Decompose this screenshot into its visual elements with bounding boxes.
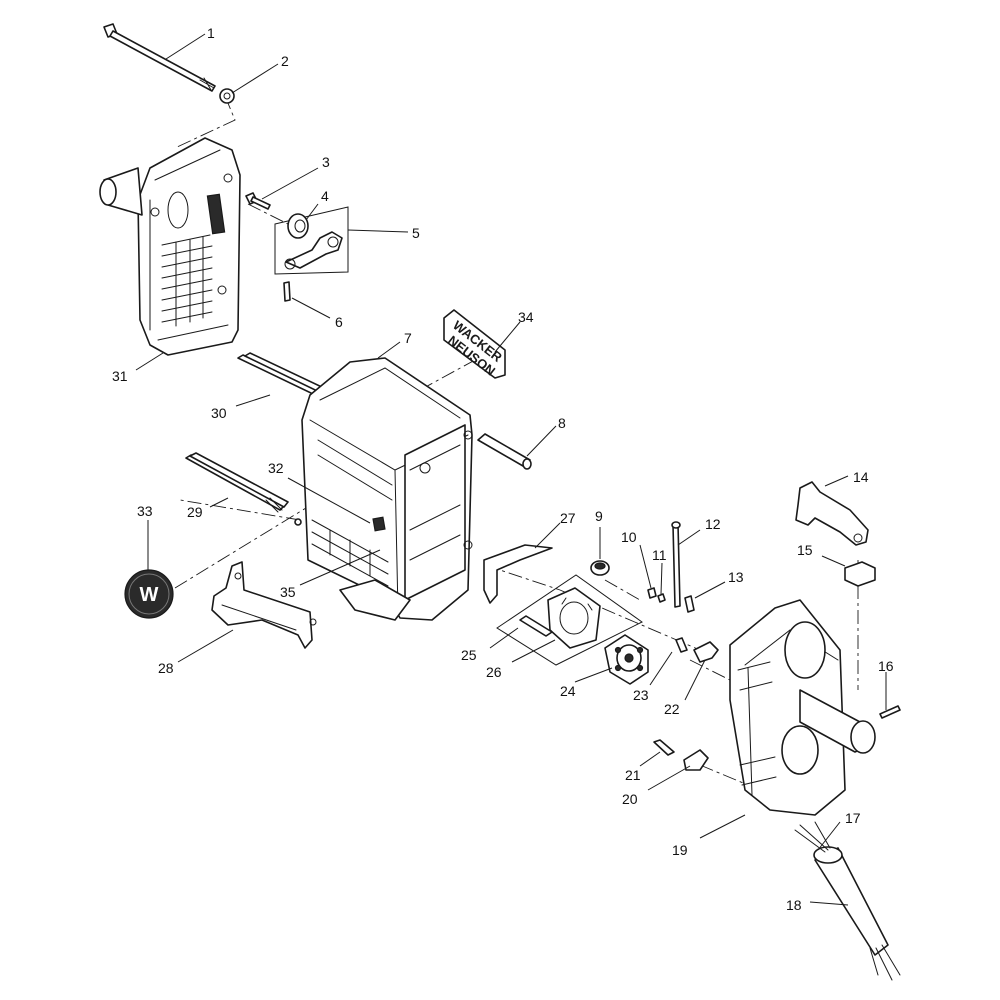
part-13-small-clip	[684, 595, 695, 613]
callout-7: 7	[404, 330, 412, 346]
housing-handle-shaft	[799, 689, 876, 754]
part-6-pin	[283, 281, 291, 302]
callout-15: 15	[797, 542, 813, 558]
callout-9: 9	[595, 508, 603, 524]
part-18-cable-sleeve	[813, 846, 901, 981]
callout-20: 20	[622, 791, 638, 807]
part-22-bracket	[693, 641, 719, 663]
part-11-small-nut	[657, 593, 666, 603]
callout-23: 23	[633, 687, 649, 703]
part-2-nut	[219, 88, 235, 104]
part-28-handle	[211, 561, 317, 649]
part-34-brand-decal: WACKER NEUSON	[443, 309, 506, 379]
callout-3: 3	[322, 154, 330, 170]
callout-19: 19	[672, 842, 688, 858]
part-7-main-housing	[301, 357, 473, 621]
callout-4: 4	[321, 188, 329, 204]
callout-34: 34	[518, 309, 534, 325]
part-29-short-rod	[185, 452, 289, 513]
part-9-bushing	[590, 560, 610, 576]
callout-10: 10	[621, 529, 637, 545]
callout-11: 11	[652, 547, 667, 563]
callout-1: 1	[207, 25, 215, 41]
callout-31: 31	[112, 368, 128, 384]
part-3-bolt	[245, 192, 271, 210]
part-16-pin	[879, 705, 901, 719]
callout-30: 30	[211, 405, 227, 421]
callout-13: 13	[728, 569, 744, 585]
callout-6: 6	[335, 314, 343, 330]
part-14-lever	[795, 481, 869, 546]
callout-27: 27	[560, 510, 576, 526]
part-19-gear-housing	[729, 599, 876, 816]
motor-end-cap	[547, 587, 601, 649]
callout-35: 35	[280, 584, 296, 600]
callout-18: 18	[786, 897, 802, 913]
cover-vent-grille	[161, 234, 213, 327]
callout-2: 2	[281, 53, 289, 69]
part-8-shaft-pin	[477, 433, 532, 470]
callout-numbers: 1 2 3 4 5 6 7 8 9 10 11 12 13 14 15 16 1…	[112, 25, 894, 913]
part-31-left-housing-cover	[99, 137, 241, 356]
part-26-motor-assembly-box	[496, 574, 643, 666]
callout-12: 12	[705, 516, 721, 532]
callout-29: 29	[187, 504, 203, 520]
callout-33: 33	[137, 503, 153, 519]
part-5-connecting-rod-assembly	[274, 206, 349, 275]
callout-28: 28	[158, 660, 174, 676]
callout-21: 21	[625, 767, 641, 783]
part-32-small-pin	[294, 518, 302, 526]
part-10-small-screw	[647, 587, 657, 599]
callout-5: 5	[412, 225, 420, 241]
callout-32: 32	[268, 460, 284, 476]
connecting-rod	[284, 231, 343, 270]
part-17-cable-wires	[794, 821, 831, 853]
leader-lines	[135, 33, 887, 906]
callout-8: 8	[558, 415, 566, 431]
part-23-screw	[675, 637, 688, 653]
callout-24: 24	[560, 683, 576, 699]
callout-14: 14	[853, 469, 869, 485]
part-21-screw	[653, 739, 675, 756]
part-25-screw	[519, 615, 553, 637]
part-33-emblem: W	[124, 569, 174, 619]
part-15-pad	[844, 561, 876, 587]
callout-25: 25	[461, 647, 477, 663]
callout-16: 16	[878, 658, 894, 674]
part-27-clip-spring	[483, 544, 553, 604]
part-24-rotor	[604, 634, 649, 685]
part-12-threaded-rod	[671, 521, 681, 608]
callout-17: 17	[845, 810, 861, 826]
emblem-letter: W	[140, 584, 159, 606]
part-1-long-bolt	[103, 23, 216, 92]
part-4-bearing	[287, 213, 309, 239]
callout-26: 26	[486, 664, 502, 680]
callout-22: 22	[664, 701, 680, 717]
